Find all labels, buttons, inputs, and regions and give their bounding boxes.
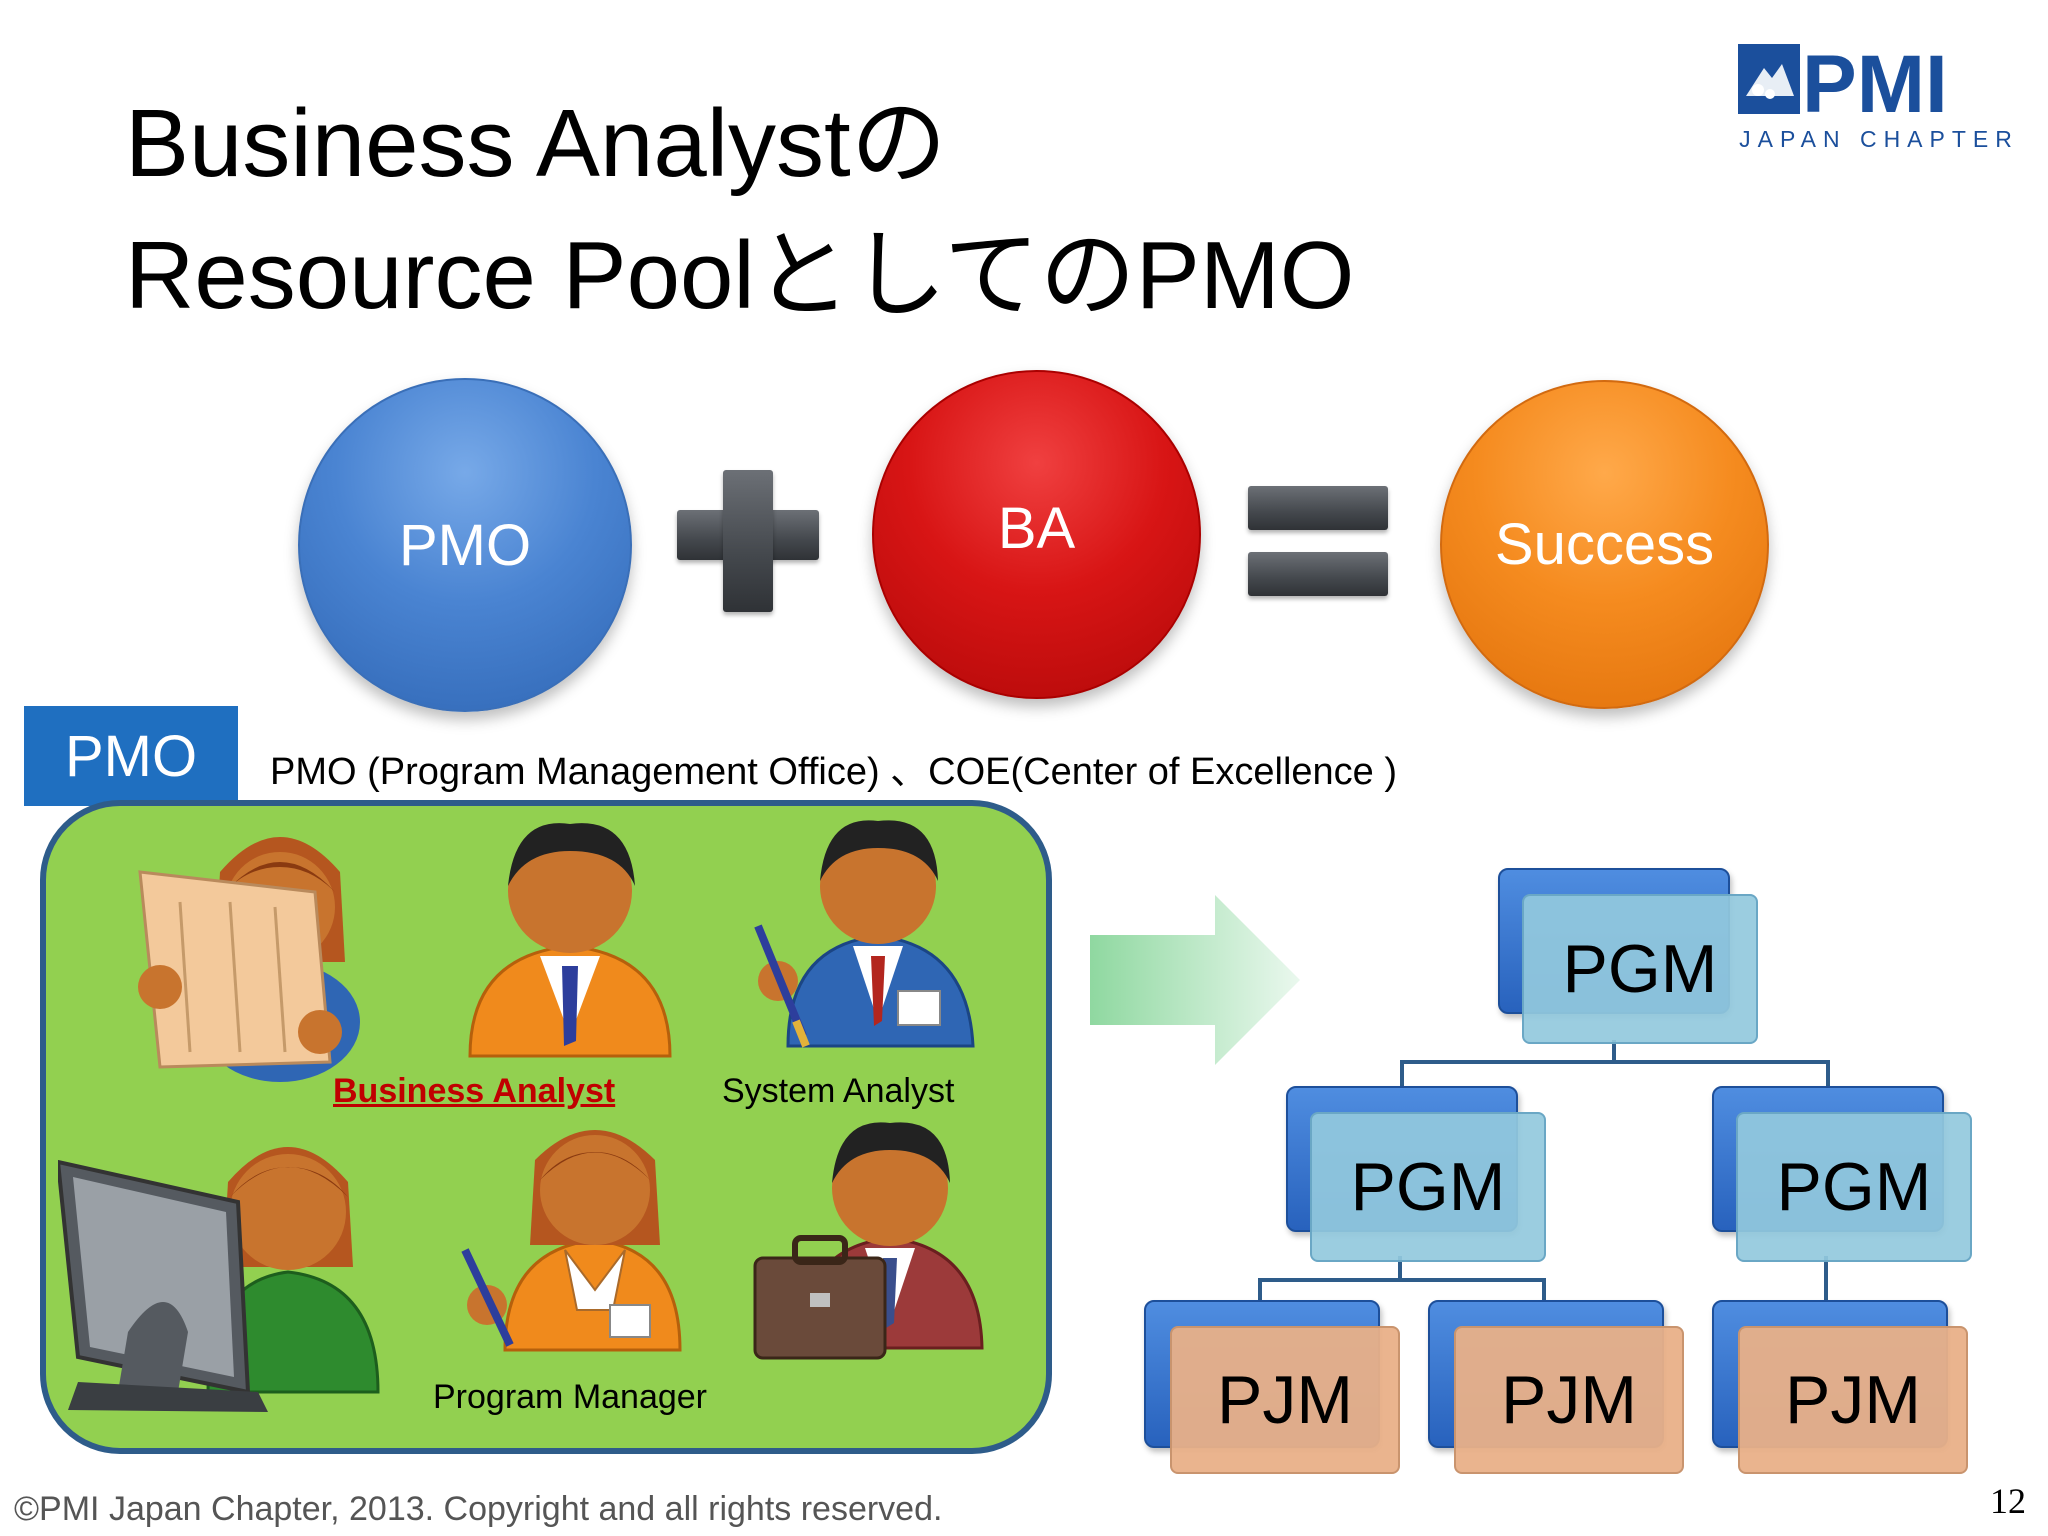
title-line-2: Resource PoolとしてのPMO [125, 222, 1355, 329]
logo-subtitle: JAPAN CHAPTER [1739, 126, 2019, 152]
system-analyst-label: System Analyst [722, 1072, 955, 1110]
org-node-pjm-1: PJM [1144, 1300, 1400, 1476]
org-node-pjm-2: PJM [1428, 1300, 1684, 1476]
org-node-pjm-2-label: PJM [1501, 1362, 1637, 1438]
pmo-tag: PMO [24, 706, 238, 806]
org-node-pjm-1-label: PJM [1217, 1362, 1353, 1438]
org-node-pgm-top-label: PGM [1562, 931, 1718, 1007]
copyright-footer: ©PMI Japan Chapter, 2013. Copyright and … [14, 1490, 943, 1528]
pmo-tag-label: PMO [64, 723, 198, 789]
program-manager-label: Program Manager [433, 1378, 708, 1416]
pmo-description: PMO (Program Management Office) 、COE(Cen… [270, 751, 1398, 793]
success-circle-label: Success [1494, 512, 1715, 577]
pmo-circle: PMO [298, 378, 632, 712]
org-node-pgm-mid-left: PGM [1286, 1086, 1548, 1264]
page-number: 12 [1990, 1481, 2026, 1521]
org-node-pgm-top: PGM [1498, 868, 1760, 1048]
org-node-pjm-3: PJM [1712, 1300, 1968, 1476]
pmi-logo: PMI [1738, 44, 1948, 130]
org-node-pgm-mid-right: PGM [1712, 1086, 1974, 1264]
business-analyst-label: Business Analyst [333, 1072, 616, 1110]
business-analyst-person-icon [468, 823, 672, 1058]
org-node-pgm-mid-left-label: PGM [1350, 1149, 1506, 1225]
pmo-circle-label: PMO [398, 512, 532, 578]
ba-circle-label: BA [997, 496, 1076, 561]
pmi-logo-text: PMI [1802, 44, 1948, 130]
org-node-pgm-mid-right-label: PGM [1776, 1149, 1932, 1225]
slide-title: Business Analystの Resource PoolとしてのPMO [125, 78, 1354, 342]
system-analyst-person-icon [754, 820, 975, 1048]
reader-person-icon [138, 837, 360, 1082]
ba-circle: BA [872, 370, 1201, 699]
monitor-person-icon [58, 1147, 380, 1412]
briefcase-person-icon [753, 1122, 984, 1360]
org-node-pjm-3-label: PJM [1785, 1362, 1921, 1438]
program-manager-person-icon [461, 1130, 682, 1352]
right-arrow-icon [1090, 895, 1300, 1065]
title-line-1: Business Analystの [125, 90, 947, 197]
success-circle: Success [1440, 380, 1769, 709]
